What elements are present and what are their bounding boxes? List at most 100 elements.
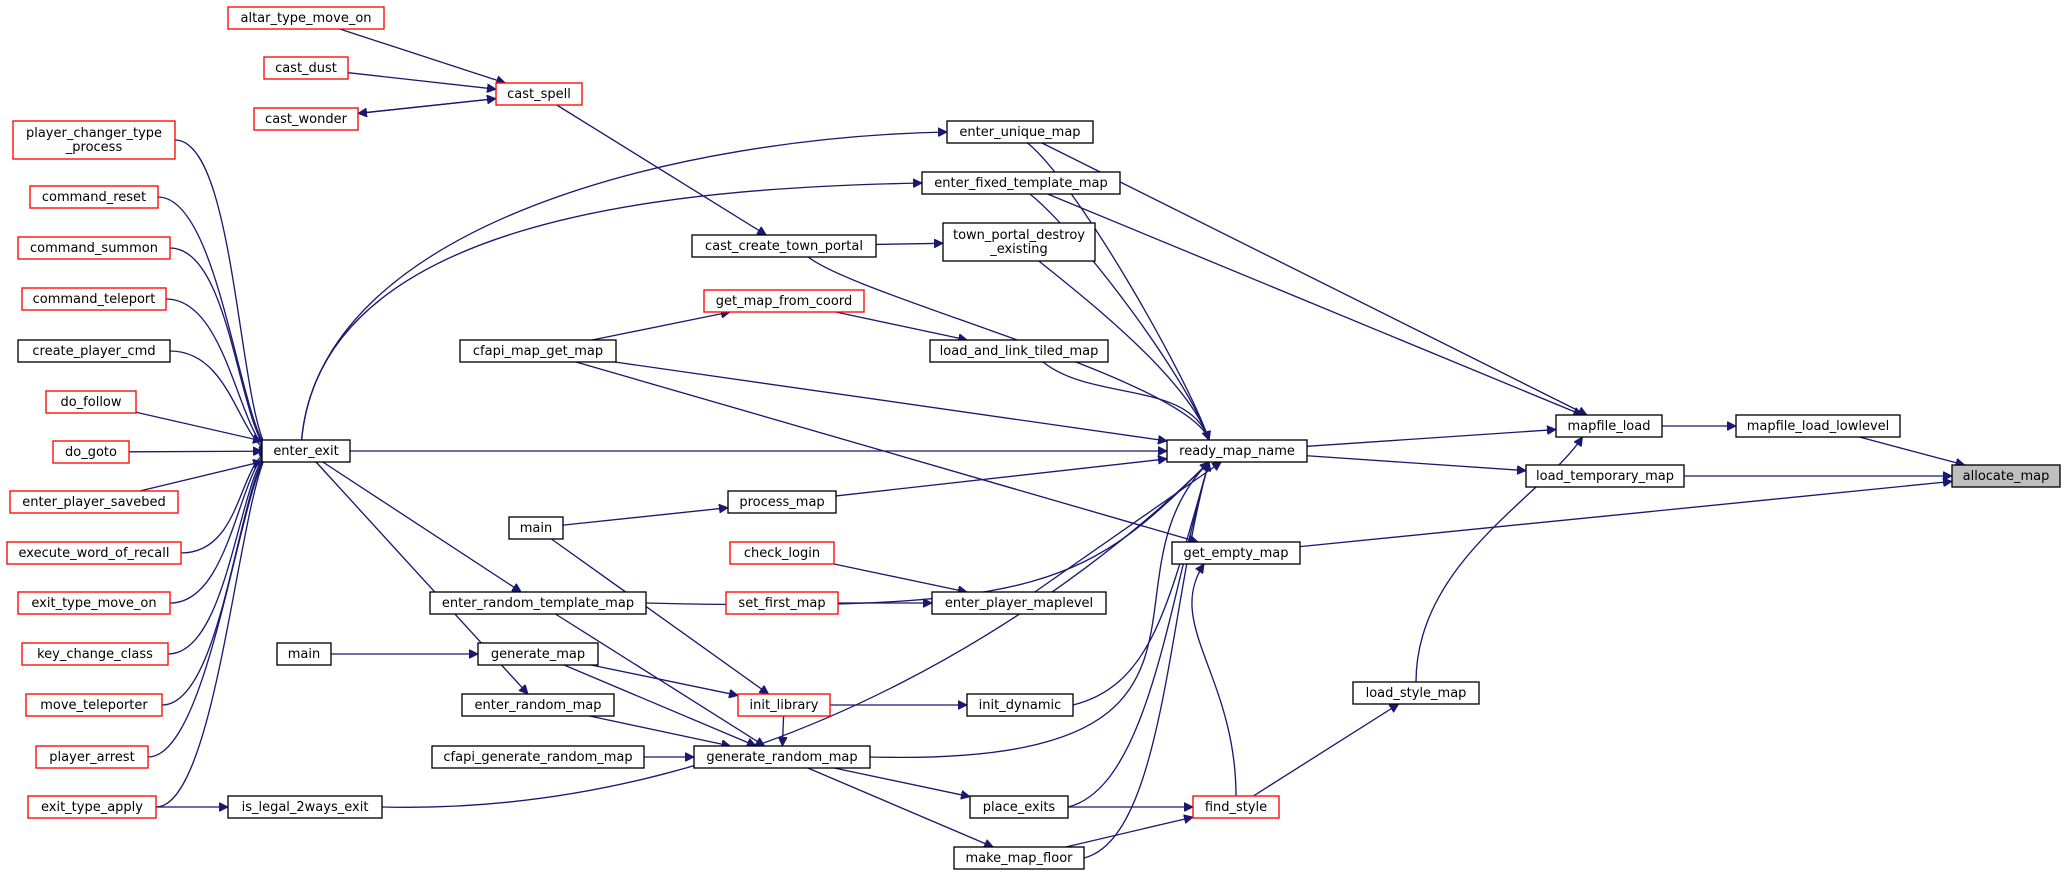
node-label: is_legal_2ways_exit xyxy=(242,800,369,815)
node-box xyxy=(1171,541,1301,565)
node-cfapi-map-get-map[interactable]: cfapi_map_get_map xyxy=(459,339,617,363)
node-mapfile-load-lowlevel[interactable]: mapfile_load_lowlevel xyxy=(1735,414,1901,438)
node-load-temporary-map[interactable]: load_temporary_map xyxy=(1525,464,1685,488)
node-enter-fixed-template-map[interactable]: enter_fixed_template_map xyxy=(921,171,1121,195)
node-player-arrest[interactable]: player_arrest xyxy=(35,745,149,769)
node-cast-wonder[interactable]: cast_wonder xyxy=(253,107,359,131)
node-is-legal-2ways-exit[interactable]: is_legal_2ways_exit xyxy=(227,795,383,819)
edge-generate_random_map-to-make_map_floor xyxy=(807,767,993,847)
node-label: get_map_from_coord xyxy=(716,294,852,309)
node-label: enter_random_template_map xyxy=(442,596,634,611)
node-label: cast_wonder xyxy=(265,112,348,127)
node-player-changer-type-process[interactable]: player_changer_type_process xyxy=(12,120,176,160)
node-label: _process xyxy=(65,140,123,155)
node-altar-type-move-on[interactable]: altar_type_move_on xyxy=(227,6,385,30)
edge-move_teleporter-to-enter_exit xyxy=(161,451,268,706)
node-label: command_teleport xyxy=(33,292,156,307)
node-label: create_player_cmd xyxy=(32,344,155,359)
node-box xyxy=(431,745,645,769)
node-do-follow[interactable]: do_follow xyxy=(45,390,137,414)
node-box xyxy=(946,120,1094,144)
node-main-1[interactable]: main xyxy=(508,516,564,540)
edge-place_exits-to-ready_map_name xyxy=(1067,462,1209,808)
node-label: main xyxy=(520,521,552,536)
node-find-style[interactable]: find_style xyxy=(1192,795,1280,819)
node-label: make_map_floor xyxy=(965,851,1073,866)
node-enter-exit[interactable]: enter_exit xyxy=(261,439,351,463)
node-box xyxy=(931,591,1107,615)
node-exit-type-apply[interactable]: exit_type_apply xyxy=(27,795,157,819)
edge-player_arrest-to-enter_exit xyxy=(147,451,269,758)
node-label: place_exits xyxy=(983,800,1056,815)
node-command-summon[interactable]: command_summon xyxy=(17,236,171,260)
edge-find_style-to-load_style_map xyxy=(1253,703,1398,797)
node-label: move_teleporter xyxy=(40,698,148,713)
edge-cfapi_map_get_map-to-ready_map_name xyxy=(614,361,1167,441)
node-get-empty-map[interactable]: get_empty_map xyxy=(1171,541,1301,565)
edge-execute_word_of_recall-to-enter_exit xyxy=(180,450,268,554)
node-set-first-map[interactable]: set_first_map xyxy=(725,591,839,615)
node-box xyxy=(45,390,137,414)
node-create-player-cmd[interactable]: create_player_cmd xyxy=(17,339,171,363)
node-enter-player-savebed[interactable]: enter_player_savebed xyxy=(9,490,179,514)
node-label: command_reset xyxy=(42,190,146,205)
node-enter-random-template-map[interactable]: enter_random_template_map xyxy=(429,591,647,615)
node-execute-word-of-recall[interactable]: execute_word_of_recall xyxy=(6,541,182,565)
node-enter-random-map[interactable]: enter_random_map xyxy=(461,693,615,717)
node-label: generate_map xyxy=(491,647,585,662)
node-generate-map[interactable]: generate_map xyxy=(477,642,599,666)
edge-init_dynamic-to-ready_map_name xyxy=(1072,462,1209,706)
node-make-map-floor[interactable]: make_map_floor xyxy=(953,846,1085,870)
node-enter-player-maplevel[interactable]: enter_player_maplevel xyxy=(931,591,1107,615)
node-process-map[interactable]: process_map xyxy=(727,490,837,514)
edge-main_1-to-process_map xyxy=(562,508,728,526)
node-get-map-from-coord[interactable]: get_map_from_coord xyxy=(703,289,865,313)
node-box xyxy=(1951,464,2061,488)
edge-find_style-to-get_empty_map xyxy=(1191,564,1237,797)
node-main-2[interactable]: main xyxy=(276,642,332,666)
node-cfapi-generate-random-map[interactable]: cfapi_generate_random_map xyxy=(431,745,645,769)
node-label: init_library xyxy=(750,698,819,713)
node-enter-unique-map[interactable]: enter_unique_map xyxy=(946,120,1094,144)
node-box xyxy=(693,745,871,769)
node-box xyxy=(691,234,877,258)
node-label: cfapi_map_get_map xyxy=(473,344,603,359)
node-command-teleport[interactable]: command_teleport xyxy=(21,287,167,311)
node-label: player_arrest xyxy=(49,750,134,765)
edge-enter_unique_map-to-mapfile_load xyxy=(1041,142,1587,416)
node-generate-random-map[interactable]: generate_random_map xyxy=(693,745,871,769)
node-box xyxy=(12,120,176,160)
node-town-portal-destroy-existing[interactable]: town_portal_destroy_existing xyxy=(942,222,1096,262)
node-init-dynamic[interactable]: init_dynamic xyxy=(966,693,1074,717)
edge-create_player_cmd-to-enter_exit xyxy=(169,350,268,452)
node-allocate-map[interactable]: allocate_map xyxy=(1951,464,2061,488)
node-do-goto[interactable]: do_goto xyxy=(52,440,130,464)
node-check-login[interactable]: check_login xyxy=(729,541,835,565)
node-label: do_follow xyxy=(60,395,121,410)
edge-generate_random_map-to-place_exits xyxy=(834,767,970,797)
node-label: enter_player_maplevel xyxy=(945,596,1093,611)
node-load-and-link-tiled-map[interactable]: load_and_link_tiled_map xyxy=(929,339,1109,363)
node-init-library[interactable]: init_library xyxy=(737,693,831,717)
node-label: set_first_map xyxy=(738,596,825,611)
node-exit-type-move-on[interactable]: exit_type_move_on xyxy=(17,591,171,615)
edge-enter_exit-to-enter_random_template_map xyxy=(322,461,521,593)
node-mapfile-load[interactable]: mapfile_load xyxy=(1555,414,1663,438)
node-label: enter_exit xyxy=(273,444,338,459)
node-load-style-map[interactable]: load_style_map xyxy=(1352,681,1480,705)
edge-do_follow-to-enter_exit xyxy=(135,411,262,441)
edge-exit_type_apply-to-enter_exit xyxy=(155,451,269,808)
node-key-change-class[interactable]: key_change_class xyxy=(21,642,169,666)
node-cast-dust[interactable]: cast_dust xyxy=(263,56,349,80)
node-box xyxy=(9,490,179,514)
node-command-reset[interactable]: command_reset xyxy=(29,185,159,209)
node-move-teleporter[interactable]: move_teleporter xyxy=(25,693,163,717)
node-ready-map-name[interactable]: ready_map_name xyxy=(1166,439,1308,463)
node-label: execute_word_of_recall xyxy=(19,546,170,561)
node-cast-create-town-portal[interactable]: cast_create_town_portal xyxy=(691,234,877,258)
node-cast-spell[interactable]: cast_spell xyxy=(495,82,583,106)
node-label: enter_fixed_template_map xyxy=(934,176,1107,191)
node-place-exits[interactable]: place_exits xyxy=(969,795,1069,819)
node-label: ready_map_name xyxy=(1179,444,1295,459)
node-box xyxy=(1352,681,1480,705)
